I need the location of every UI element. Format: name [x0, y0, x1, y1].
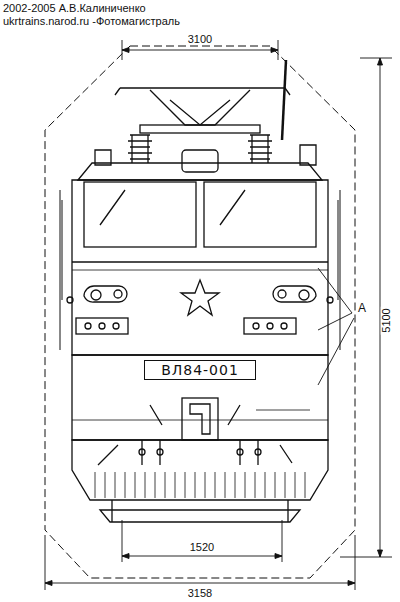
- panel-line: [72, 420, 328, 421]
- pilot: [72, 440, 328, 500]
- plate-text: ВЛ84-001: [161, 363, 239, 377]
- lower-front: [72, 355, 328, 440]
- wiper: [100, 190, 245, 225]
- panel-line: [72, 270, 328, 271]
- dimension-label: 5100: [380, 306, 391, 334]
- dimension-line: [45, 40, 392, 590]
- headlight-roof: [182, 150, 218, 172]
- leader-line: [318, 268, 354, 385]
- callout-letter: А: [358, 302, 366, 314]
- panel-line: [256, 410, 310, 411]
- pantograph: [115, 60, 290, 140]
- window: [204, 182, 316, 247]
- dimension-label: 3158: [188, 588, 212, 599]
- pilot-grille: [95, 472, 305, 498]
- dimension-label: 1520: [190, 542, 214, 553]
- window: [84, 182, 196, 247]
- hose: [98, 440, 292, 465]
- coupler: [150, 398, 240, 440]
- cab-front: [72, 180, 328, 355]
- number-plate: ВЛ84-001: [144, 360, 256, 380]
- watermark: ukrtrains.narod.ru -Фотомагистраль: [3, 16, 180, 27]
- panel-line: [72, 261, 328, 262]
- dimension-label: 3100: [188, 34, 212, 45]
- star: [181, 280, 219, 315]
- headlight: [67, 286, 333, 303]
- watermark: 2002-2005 А.В.Калиниченко: [3, 3, 146, 14]
- handrail: [60, 190, 340, 350]
- snowplough: [100, 510, 300, 522]
- buffer-beam: [112, 500, 288, 522]
- gauge-outline: [45, 46, 355, 578]
- marker-lights: [76, 318, 296, 334]
